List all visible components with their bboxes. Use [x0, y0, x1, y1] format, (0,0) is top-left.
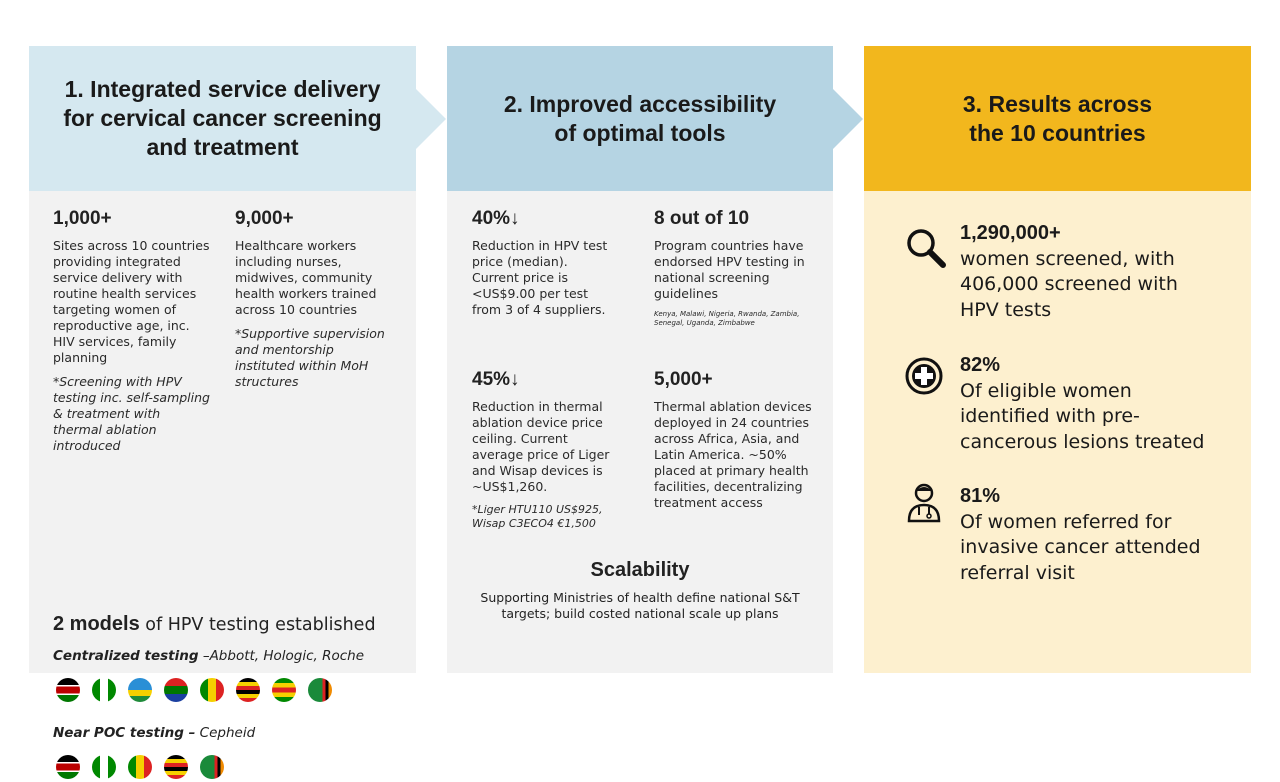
result-referral: 81% Of women referred for invasive cance… — [960, 485, 1201, 584]
doctor-icon — [907, 483, 941, 523]
kenya-flag — [53, 752, 83, 782]
zambia-flag — [305, 675, 335, 705]
senegal-flag — [125, 752, 155, 782]
column-2-title: 2. Improved accessibility of optimal too… — [447, 46, 833, 191]
kenya-flag — [53, 675, 83, 705]
senegal-flag — [197, 675, 227, 705]
nigeria-flag — [89, 752, 119, 782]
column-integrated-service: 1. Integrated service delivery for cervi… — [29, 46, 416, 782]
column-results: 3. Results across the 10 countries 1,290… — [864, 46, 1251, 673]
stat-ablation-price: 45%↓ Reduction in thermal ablation devic… — [472, 369, 610, 530]
column-3-body: 1,290,000+ women screened, with 406,000 … — [864, 191, 1251, 673]
uganda-flag — [233, 675, 263, 705]
uganda-flag — [161, 752, 191, 782]
poc-flags — [53, 752, 227, 782]
arrow-2-icon — [833, 89, 863, 149]
stat-sites: 1,000+ Sites across 10 countries providi… — [53, 208, 210, 453]
stat-guidelines: 8 out of 10 Program countries have endor… — [654, 208, 805, 327]
centralized-testing-label: Centralized testing –Abbott, Hologic, Ro… — [53, 648, 365, 664]
stat-ablation-devices: 5,000+ Thermal ablation devices deployed… — [654, 369, 812, 510]
rwanda-flag — [125, 675, 155, 705]
medical-cross-icon — [905, 357, 943, 395]
column-1-title: 1. Integrated service delivery for cervi… — [29, 46, 416, 191]
south-africa-flag — [161, 675, 191, 705]
models-heading: 2 models of HPV testing established — [53, 613, 376, 635]
nigeria-flag — [89, 675, 119, 705]
poc-testing-label: Near POC testing – Cepheid — [53, 725, 256, 741]
stat-healthcare-workers: 9,000+ Healthcare workers including nurs… — [235, 208, 385, 389]
result-treated: 82% Of eligible women identified with pr… — [960, 354, 1205, 453]
result-screened: 1,290,000+ women screened, with 406,000 … — [960, 222, 1178, 321]
magnifier-icon — [907, 229, 946, 268]
stat-hpv-price: 40%↓ Reduction in HPV test price (median… — [472, 208, 608, 317]
column-1-body: 1,000+ Sites across 10 countries providi… — [29, 191, 416, 782]
column-2-body: 40%↓ Reduction in HPV test price (median… — [447, 191, 833, 673]
column-accessibility: 2. Improved accessibility of optimal too… — [447, 46, 833, 673]
zimbabwe-flag — [269, 675, 299, 705]
zambia-flag — [197, 752, 227, 782]
scalability-section: Scalability Supporting Ministries of hea… — [480, 559, 800, 621]
centralized-flags — [53, 675, 335, 705]
arrow-1-icon — [416, 89, 446, 149]
column-3-title: 3. Results across the 10 countries — [864, 46, 1251, 191]
